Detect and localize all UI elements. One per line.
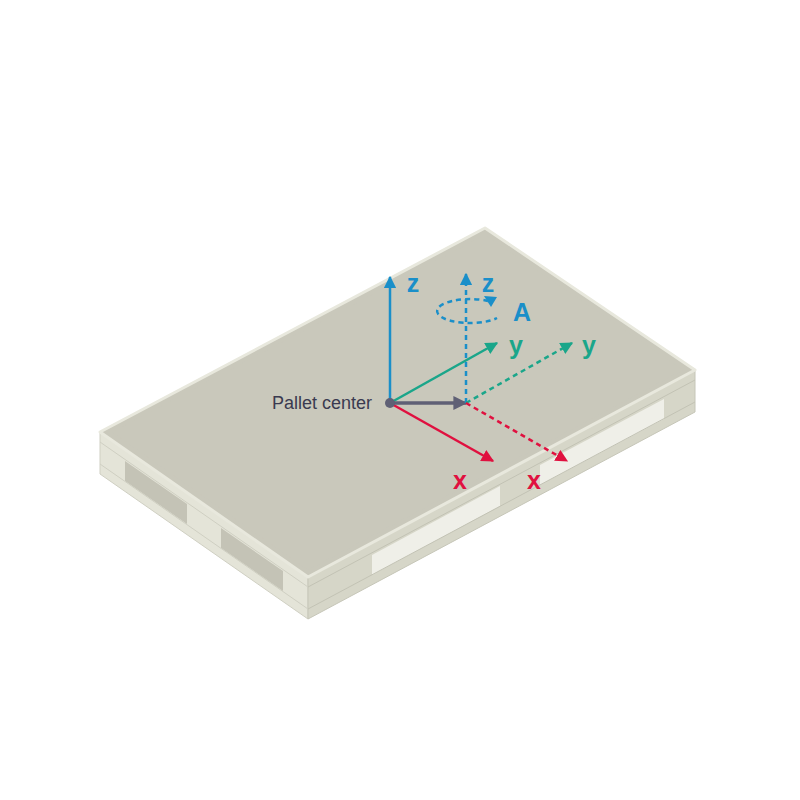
x-axis-dashed <box>466 403 567 461</box>
rotation-label: A <box>513 300 531 325</box>
rotation-arc <box>437 299 497 323</box>
pallet-center-dot <box>385 398 395 408</box>
z-axis <box>389 277 392 403</box>
rotation-arrowhead <box>484 296 497 307</box>
axis-label: z <box>407 271 420 296</box>
pallet-top-face <box>100 228 695 577</box>
x-axis <box>390 403 493 461</box>
axis-label: y <box>582 333 596 358</box>
axis-label: x <box>453 468 467 493</box>
axis-label: z <box>482 271 495 296</box>
z-axis-dashed <box>465 274 468 403</box>
point-label: Pallet center <box>272 394 372 412</box>
y-axis <box>390 343 497 403</box>
axis-label: y <box>509 333 523 358</box>
offset-arrow <box>390 401 466 405</box>
axis-label: x <box>527 468 541 493</box>
pallet-top-inner <box>112 235 683 570</box>
